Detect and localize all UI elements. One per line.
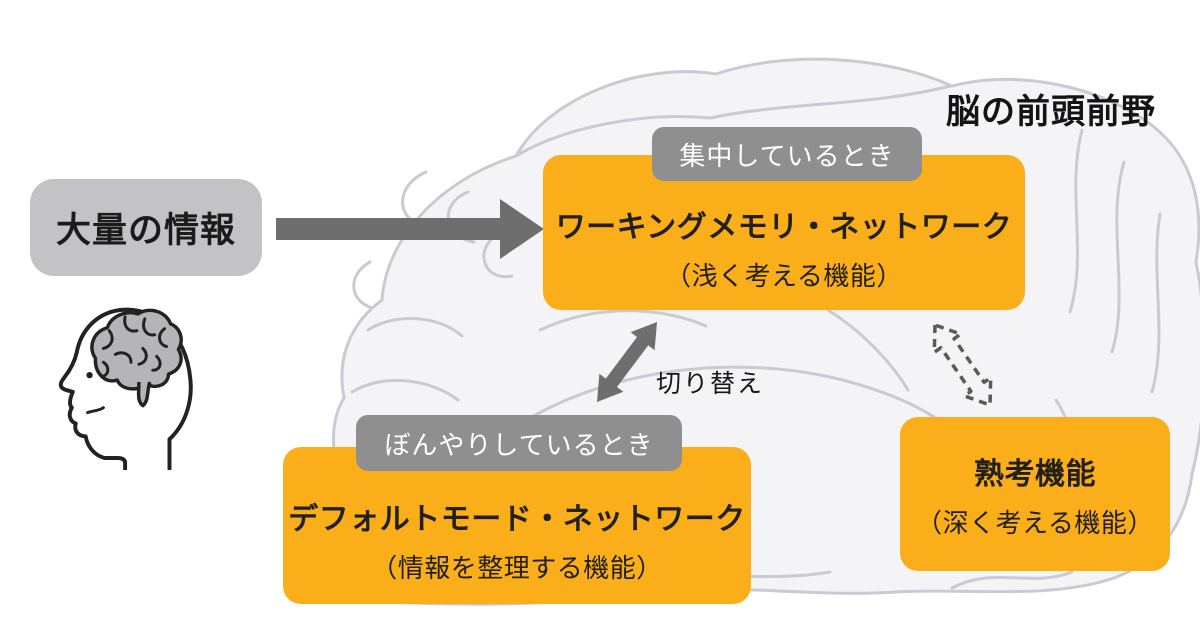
input-info-box: 大量の情報	[30, 179, 262, 276]
deep-thinking-title: 熟考機能	[974, 457, 1096, 491]
deep-thinking-subtitle: （深く考える機能）	[916, 507, 1154, 538]
idle-state-label: ぼんやりしているとき	[384, 429, 654, 460]
dashed-double-arrow-icon	[932, 323, 993, 407]
working-memory-title: ワーキングメモリ・ネットワーク	[555, 211, 1013, 244]
arrow-right-icon	[276, 199, 544, 259]
focus-state-tag: 集中しているとき	[652, 127, 922, 181]
default-mode-box: デフォルトモード・ネットワーク （情報を整理する機能）	[283, 447, 751, 604]
switch-label: 切り替え	[656, 370, 765, 398]
eye-dot	[86, 371, 93, 379]
page-title: 脳の前頭前野	[946, 93, 1156, 131]
deep-thinking-box: 熟考機能 （深く考える機能）	[900, 417, 1170, 571]
focus-state-label: 集中しているとき	[679, 140, 895, 171]
idle-state-tag: ぼんやりしているとき	[356, 415, 682, 471]
default-mode-title: デフォルトモード・ネットワーク	[288, 503, 746, 536]
head-with-brain-icon	[58, 307, 193, 470]
double-arrow-icon	[597, 322, 657, 402]
default-mode-subtitle: （情報を整理する機能）	[371, 553, 663, 583]
input-info-label: 大量の情報	[55, 211, 236, 250]
working-memory-subtitle: （浅く考える機能）	[665, 261, 903, 291]
